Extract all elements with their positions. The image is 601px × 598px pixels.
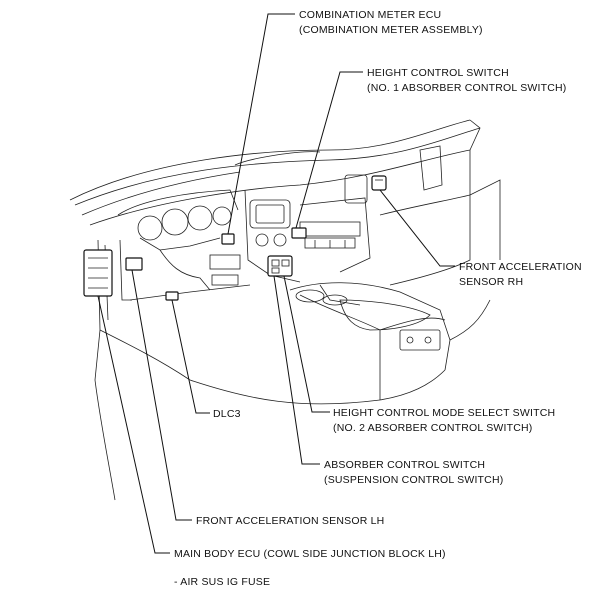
label-combination-meter-ecu-line1: COMBINATION METER ECU <box>299 9 441 21</box>
label-front-accel-sensor-rh-line1: FRONT ACCELERATION <box>459 261 582 273</box>
label-combination-meter-ecu-line2: (COMBINATION METER ASSEMBLY) <box>299 24 483 36</box>
combination-meter-ecu-part <box>221 233 235 245</box>
label-height-control-switch-line2: (NO. 1 ABSORBER CONTROL SWITCH) <box>367 82 567 94</box>
leader-lines <box>97 13 455 554</box>
callout-labels: COMBINATION METER ECU (COMBINATION METER… <box>174 9 582 588</box>
height-control-switch-part <box>291 227 307 239</box>
label-air-sus-ig-fuse: - AIR SUS IG FUSE <box>174 576 270 588</box>
label-front-accel-sensor-lh: FRONT ACCELERATION SENSOR LH <box>196 515 384 527</box>
front-accel-sensor-rh-part <box>371 175 387 191</box>
label-absorber-control-switch-line1: ABSORBER CONTROL SWITCH <box>324 459 485 471</box>
absorber-switch-cluster-part <box>267 255 293 277</box>
label-height-control-mode-select-switch-line2: (NO. 2 ABSORBER CONTROL SWITCH) <box>333 422 533 434</box>
label-height-control-switch-line1: HEIGHT CONTROL SWITCH <box>367 67 509 79</box>
dashboard-drawing <box>69 119 501 501</box>
label-height-control-mode-select-switch-line1: HEIGHT CONTROL MODE SELECT SWITCH <box>333 407 555 419</box>
label-front-accel-sensor-rh-line2: SENSOR RH <box>459 276 523 288</box>
label-dlc3: DLC3 <box>213 408 241 420</box>
label-main-body-ecu: MAIN BODY ECU (COWL SIDE JUNCTION BLOCK … <box>174 548 446 560</box>
main-body-ecu-part <box>83 249 113 297</box>
label-absorber-control-switch-line2: (SUSPENSION CONTROL SWITCH) <box>324 474 503 486</box>
front-accel-sensor-lh-part <box>125 257 143 271</box>
dlc3-part <box>165 291 179 301</box>
